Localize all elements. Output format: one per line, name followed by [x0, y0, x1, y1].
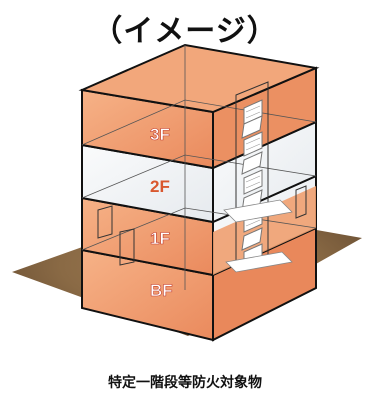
inner-edge	[81, 207, 317, 251]
inner-edge	[81, 99, 317, 146]
floor-label-bf: BF	[150, 281, 173, 300]
door	[295, 185, 307, 219]
inner-edge	[81, 154, 317, 199]
floor-label-3f: 3F	[150, 125, 170, 144]
door	[119, 228, 135, 266]
floor-label-1f: 1F	[150, 229, 170, 248]
roof	[78, 43, 320, 114]
page-title: （イメージ）	[92, 14, 278, 49]
floor-label-2f: 2F	[150, 177, 170, 196]
staircase	[241, 99, 263, 267]
landing	[223, 199, 293, 223]
diagram-caption: 特定一階段等防火対象物	[108, 375, 262, 391]
door	[97, 205, 113, 239]
floor-1f-slab	[213, 186, 316, 275]
landing	[225, 251, 293, 273]
